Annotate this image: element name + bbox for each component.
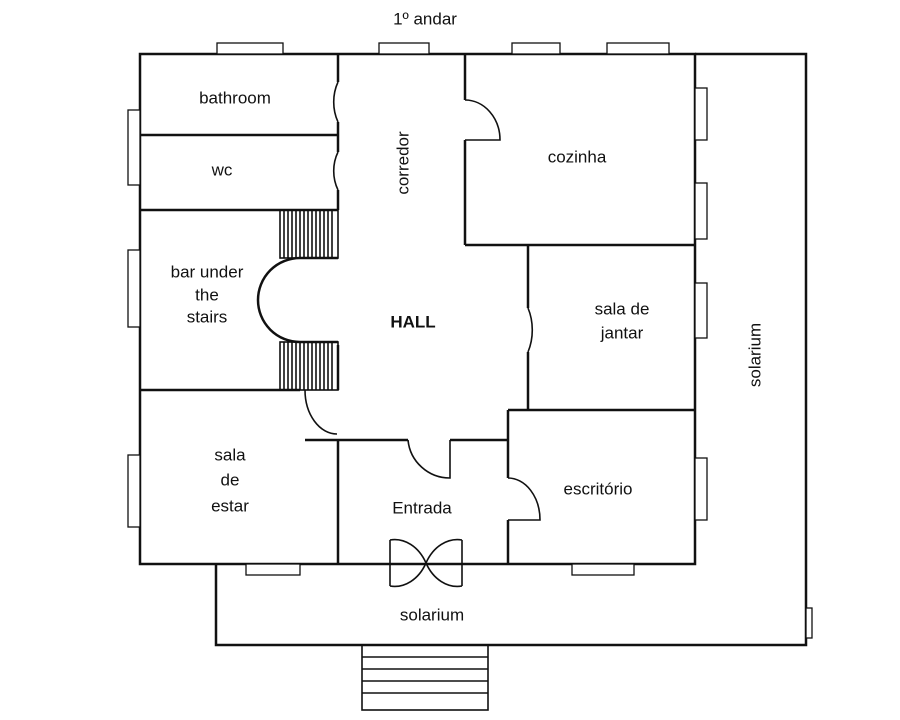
label-bar-line2: the (195, 285, 219, 304)
label-wc: wc (211, 160, 233, 179)
label-estar-line3: estar (211, 496, 249, 515)
floor-title: 1º andar (393, 9, 457, 28)
front-double-door (389, 538, 463, 588)
label-solarium-side: solarium (745, 323, 764, 387)
label-solarium-bottom: solarium (400, 605, 464, 624)
label-cozinha: cozinha (548, 147, 607, 166)
label-bar-line3: stairs (187, 307, 228, 326)
label-bathroom: bathroom (199, 88, 271, 107)
label-estar-line2: de (221, 470, 240, 489)
label-hall: HALL (390, 312, 435, 331)
label-escritorio: escritório (564, 479, 633, 498)
staircase (256, 209, 339, 391)
front-steps (361, 644, 489, 711)
label-entrada: Entrada (392, 498, 452, 517)
doors (304, 81, 541, 521)
label-corredor: corredor (393, 131, 412, 195)
label-bar-line1: bar under (171, 262, 244, 281)
interior-walls (140, 54, 695, 564)
label-jantar-line1: sala de (595, 299, 650, 318)
solarium-outline (214, 52, 808, 647)
label-estar-line1: sala (214, 445, 246, 464)
windows (127, 42, 813, 639)
label-jantar-line2: jantar (600, 323, 644, 342)
